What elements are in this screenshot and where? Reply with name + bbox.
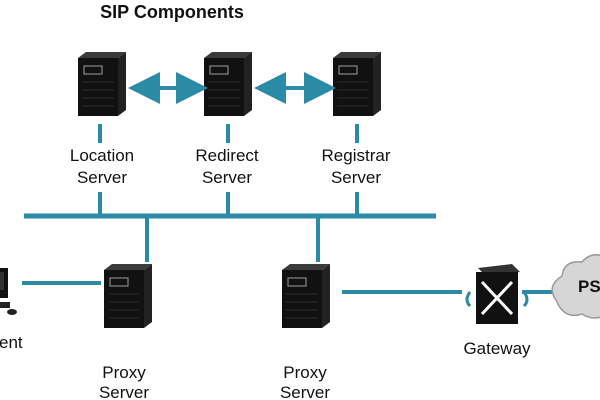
registrar-server: Registrar Server	[322, 51, 391, 187]
redirect-server-label-line1: Redirect	[195, 146, 259, 165]
proxy-left-label-line2: Server	[99, 383, 149, 400]
proxy-right-label-line1: Proxy	[283, 363, 327, 382]
server-icon	[103, 263, 153, 329]
client-label: ent	[0, 333, 23, 352]
diagram-title: SIP Components	[100, 2, 244, 22]
proxy-server-right: Proxy Server	[280, 263, 331, 400]
pstn-cloud: PS	[551, 254, 600, 319]
proxy-server-left: Proxy Server	[99, 263, 153, 400]
location-server-label-line2: Server	[77, 168, 127, 187]
proxy-left-label-line1: Proxy	[102, 363, 146, 382]
server-icon	[332, 51, 382, 117]
proxy-right-label-line2: Server	[280, 383, 330, 400]
server-icon	[203, 51, 253, 117]
redirect-server-label-line2: Server	[202, 168, 252, 187]
redirect-server: Redirect Server	[195, 51, 259, 187]
registrar-server-label-line1: Registrar	[322, 146, 391, 165]
client: ent	[0, 268, 23, 352]
gateway: Gateway	[463, 264, 531, 358]
cloud-icon	[551, 254, 600, 319]
gateway-icon	[465, 264, 529, 324]
location-server: Location Server	[70, 51, 134, 187]
location-server-label-line1: Location	[70, 146, 134, 165]
client-pc-icon	[0, 268, 17, 315]
server-icon	[281, 263, 331, 329]
pstn-cloud-label: PS	[578, 277, 600, 296]
registrar-server-label-line2: Server	[331, 168, 381, 187]
gateway-label: Gateway	[463, 339, 531, 358]
server-icon	[77, 51, 127, 117]
